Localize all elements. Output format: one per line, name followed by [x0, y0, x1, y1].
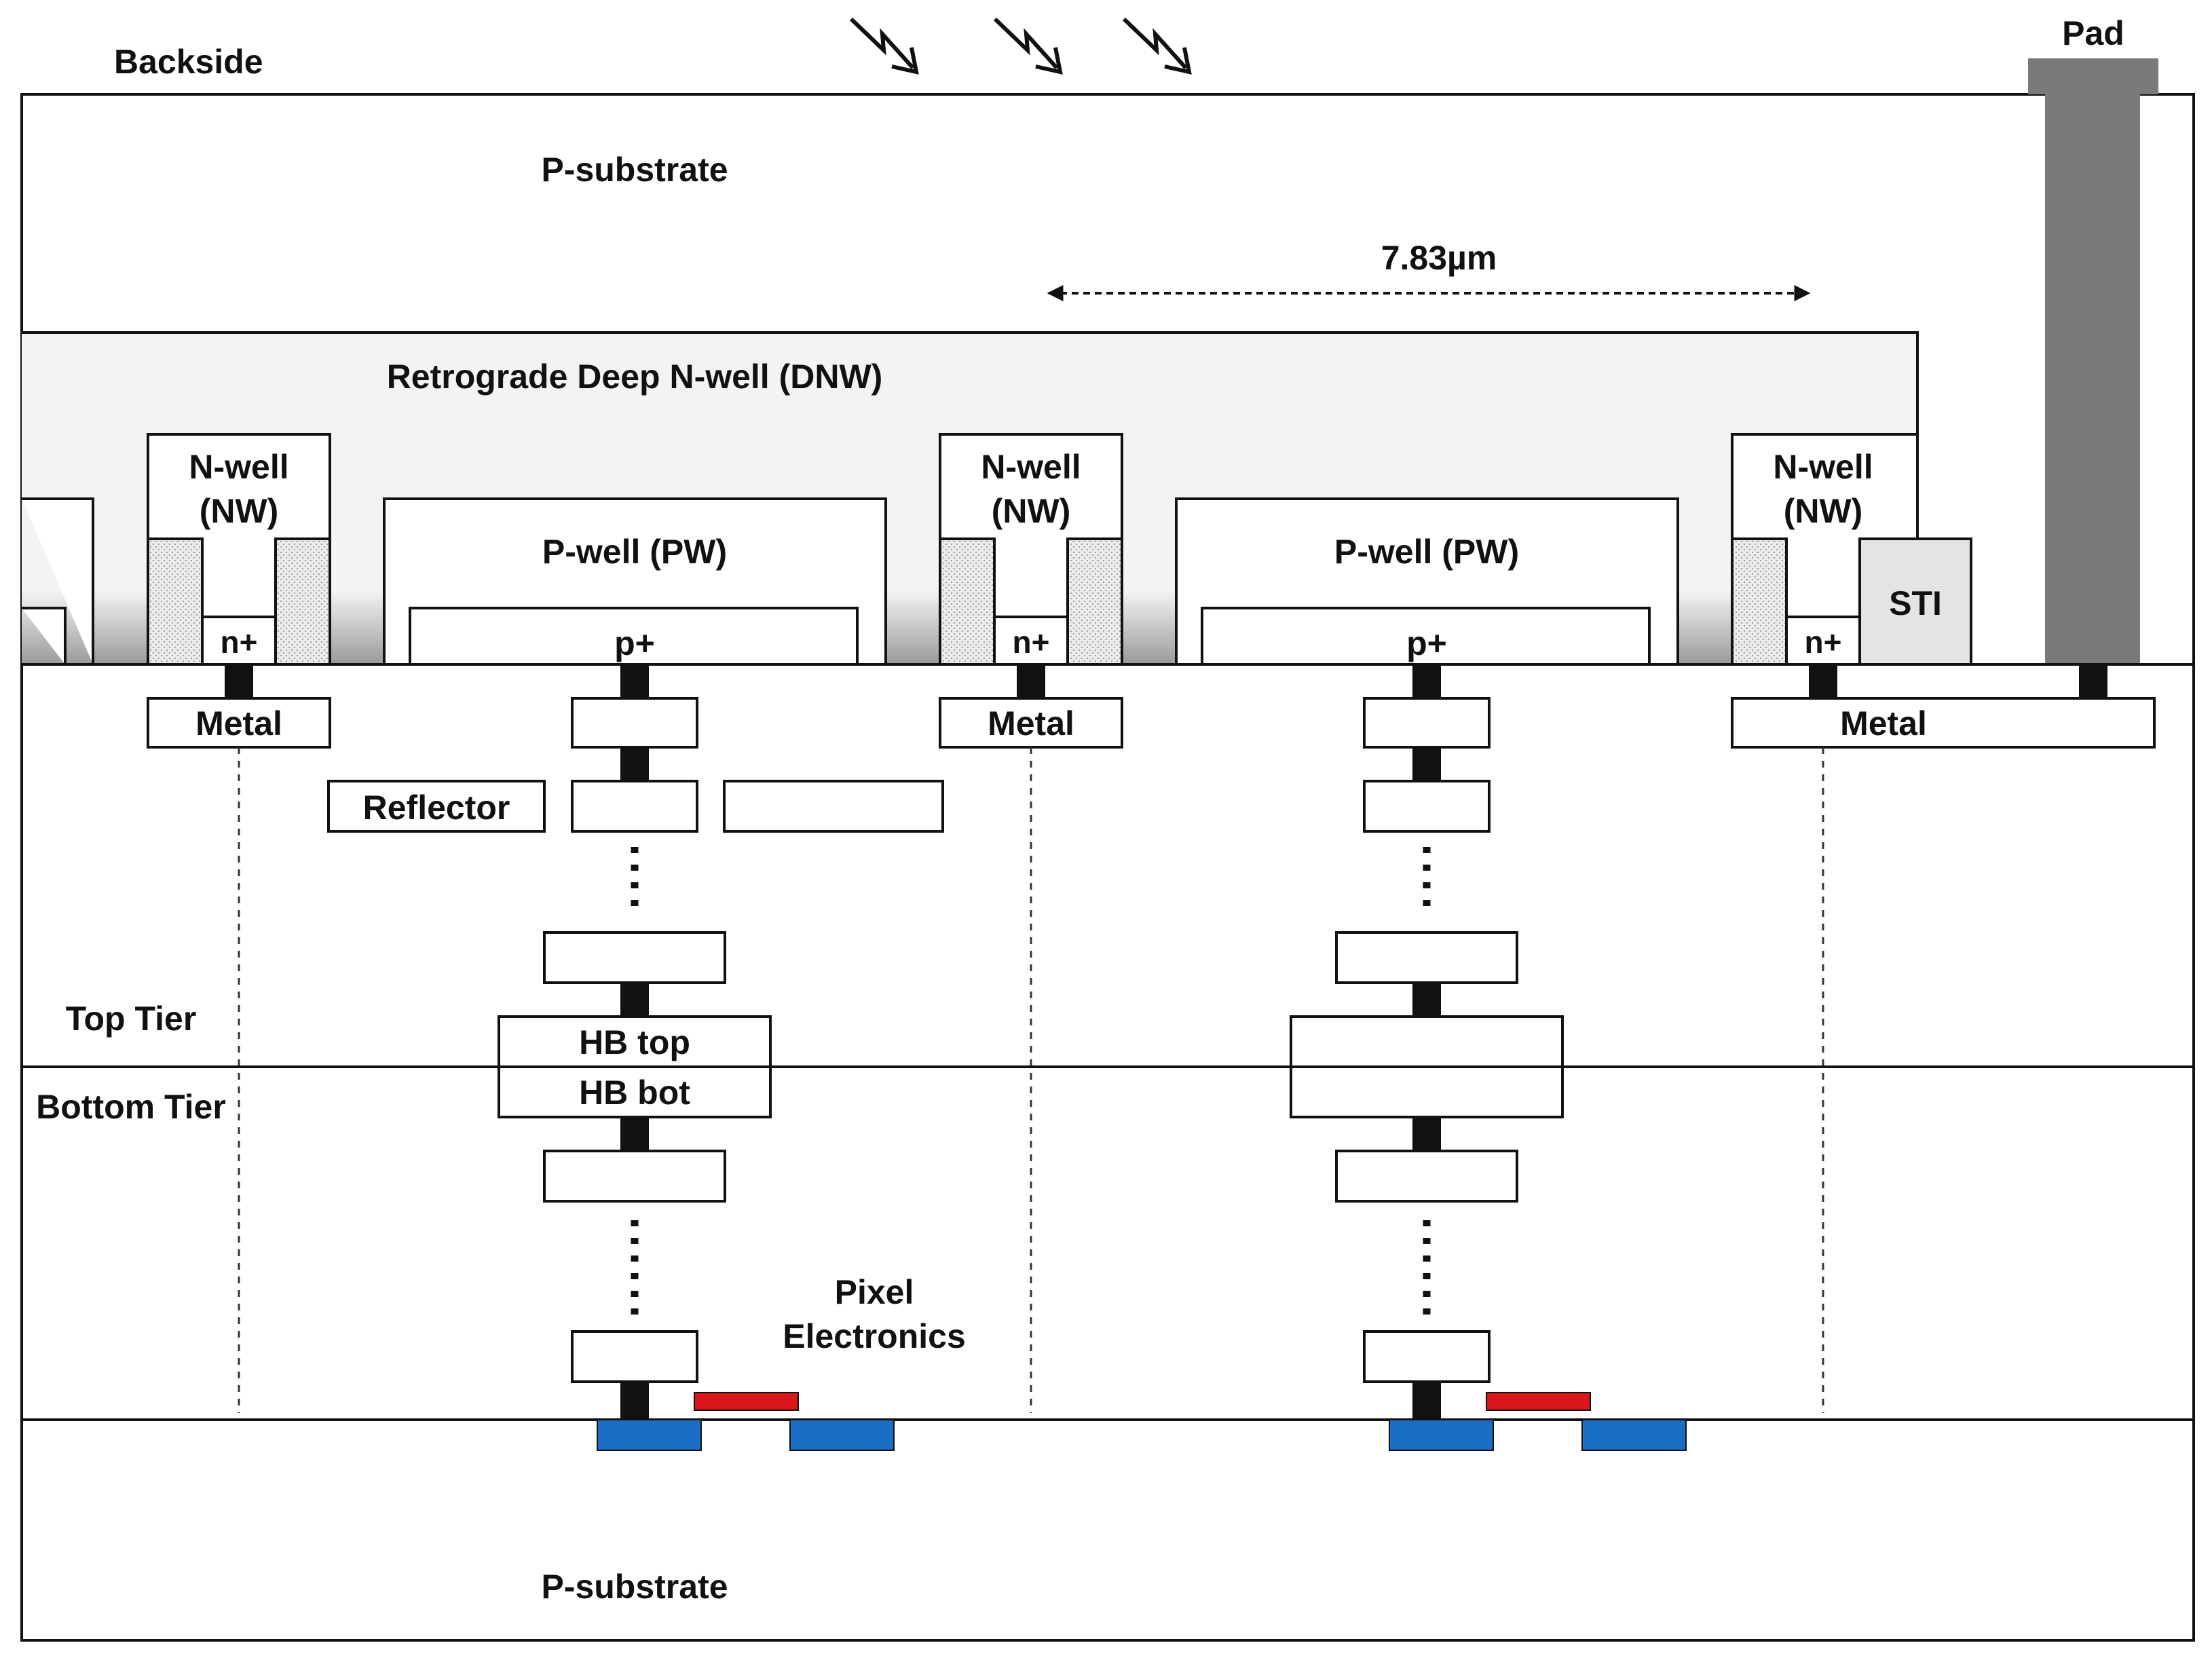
n-well-label-line1: N-well [1773, 448, 1873, 486]
p-well-2: P-well (PW) p+ [1175, 497, 1679, 666]
via [620, 983, 649, 1017]
p-well-label: P-well (PW) [542, 533, 727, 571]
sti-region [274, 537, 331, 666]
hb-top-pad [1290, 1015, 1564, 1068]
p-plus-region [1201, 607, 1651, 666]
n-well-label-line2: (NW) [200, 492, 279, 530]
via [620, 1117, 649, 1151]
sti-block [1858, 537, 1972, 666]
metal-layer-box [1363, 697, 1491, 749]
reflector-box [723, 780, 944, 833]
via [225, 664, 253, 698]
metal-pad [939, 697, 1123, 749]
hb-top-pad [498, 1015, 772, 1068]
sti-region [939, 537, 996, 666]
bond-pad: Pad [2028, 14, 2158, 664]
n-well-3: N-well (NW) n+ STI [1731, 433, 1972, 666]
sti-region [1066, 537, 1123, 666]
sti-region [147, 537, 204, 666]
via [620, 1382, 649, 1420]
via [2079, 664, 2107, 698]
via [1017, 664, 1045, 698]
n-well-label-line2: (NW) [1784, 492, 1863, 530]
via [620, 747, 649, 781]
sti-label: STI [1889, 584, 1942, 622]
via [1412, 747, 1441, 781]
metal-layer-box [571, 697, 698, 749]
n-plus-label: n+ [221, 624, 258, 660]
hb-top-label: HB top [579, 1023, 690, 1061]
reflector-label: Reflector [363, 789, 510, 827]
bottom-substrate-outline [20, 1418, 2195, 1642]
metal-pad-wide [1731, 697, 2156, 749]
p-well-label: P-well (PW) [1334, 533, 1519, 571]
pad-label: Pad [2062, 14, 2124, 52]
n-well-label-line1: N-well [189, 448, 288, 486]
n-well-label-line1: N-well [981, 448, 1081, 486]
metal-layer-box [571, 1330, 698, 1383]
diffusion-region [789, 1419, 895, 1451]
deep-n-well-outline [22, 331, 1919, 434]
metal-layer-box [571, 780, 698, 833]
metal-layer-box [1335, 931, 1518, 984]
metal-layer-box [543, 1150, 726, 1203]
hb-bot-pad [1290, 1065, 1564, 1118]
hb-bot-pad [498, 1065, 772, 1118]
metal-layer-box [1363, 1330, 1491, 1383]
pad-cap [2028, 58, 2158, 94]
via [1809, 664, 1837, 698]
diffusion-region [597, 1419, 702, 1451]
p-plus-label: p+ [614, 624, 655, 662]
n-plus-label: n+ [1805, 624, 1842, 660]
transistor-gate [1486, 1392, 1591, 1411]
transistor-gate [694, 1392, 799, 1411]
diffusion-region [1581, 1419, 1687, 1451]
metal-layer-box [1335, 1150, 1518, 1203]
top-tier-outline [20, 93, 2195, 1421]
metal-layer-box [543, 931, 726, 984]
p-plus-label: p+ [1406, 624, 1447, 662]
via [1412, 1382, 1441, 1420]
via [1412, 983, 1441, 1017]
left-partial-well [22, 497, 94, 664]
via [620, 664, 649, 698]
metal-label: Metal [195, 704, 282, 742]
n-plus-label: n+ [1013, 624, 1050, 660]
n-plus-region [993, 616, 1069, 666]
p-well-1: P-well (PW) p+ [383, 497, 887, 666]
metal-label: Metal [988, 704, 1074, 742]
via [1412, 1117, 1441, 1151]
dimension-label: 7.83µm [1381, 239, 1497, 277]
left-partial-contact [22, 607, 67, 664]
pixel-electronics-label-line1: Pixel [835, 1273, 914, 1311]
pixel-electronics-label-line2: Electronics [783, 1317, 966, 1355]
pad-column [2045, 94, 2140, 664]
lightning-arrow-icon [993, 17, 1063, 75]
hb-bot-label: HB bot [579, 1074, 690, 1112]
lightning-arrow-icon [1122, 17, 1192, 75]
n-well-1: N-well (NW) n+ [147, 433, 331, 666]
n-well-2: N-well (NW) n+ [939, 433, 1123, 666]
top-tier-label: Top Tier [66, 1000, 197, 1038]
n-well-label-line2: (NW) [992, 492, 1071, 530]
via [1412, 664, 1441, 698]
metal-layer-box [1363, 780, 1491, 833]
lightning-arrow-icon [849, 17, 919, 75]
dnw-label: Retrograde Deep N-well (DNW) [387, 358, 883, 396]
p-substrate-bottom-label: P-substrate [541, 1568, 728, 1606]
reflector-box [327, 780, 546, 833]
bottom-tier-label: Bottom Tier [36, 1088, 226, 1126]
metal-label: Metal [1840, 704, 1927, 742]
diffusion-region [1389, 1419, 1494, 1451]
backside-label: Backside [114, 43, 263, 81]
sti-region [1731, 537, 1788, 666]
metal-pad [147, 697, 331, 749]
p-substrate-top-label: P-substrate [541, 151, 728, 189]
